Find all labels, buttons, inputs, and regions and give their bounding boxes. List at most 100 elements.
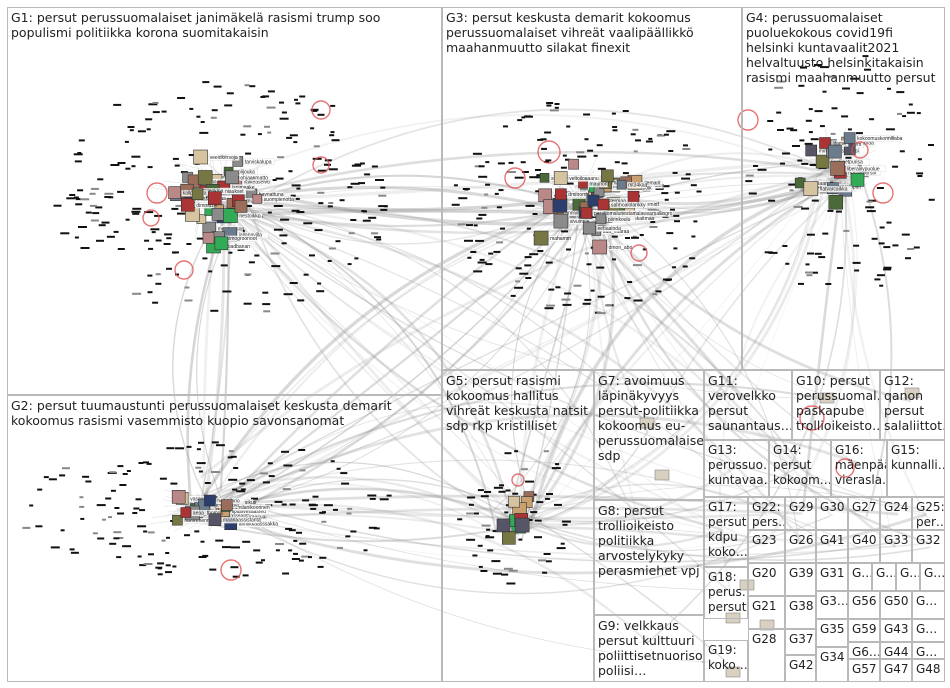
group-label-g24: G24 bbox=[884, 500, 909, 514]
node-304 bbox=[242, 574, 249, 577]
node-788 bbox=[478, 565, 483, 568]
node-783 bbox=[543, 450, 549, 453]
node-692 bbox=[847, 128, 852, 131]
avatar-image bbox=[533, 230, 549, 246]
node-97 bbox=[148, 103, 158, 106]
node-label: perattomalunestam bbox=[594, 211, 637, 217]
group-label-g50: G50 bbox=[884, 594, 909, 608]
node-570 bbox=[663, 133, 669, 136]
node-278 bbox=[282, 488, 291, 491]
node-745 bbox=[491, 560, 501, 563]
node-191 bbox=[290, 194, 296, 197]
node-444 bbox=[503, 125, 508, 128]
node-298 bbox=[340, 472, 348, 475]
node-393 bbox=[175, 447, 185, 450]
node-787 bbox=[536, 501, 544, 504]
edge-97 bbox=[211, 459, 861, 549]
avatar-image bbox=[805, 144, 818, 157]
node-401 bbox=[478, 175, 488, 178]
node-184 bbox=[376, 238, 382, 241]
group-cell-gi: G… bbox=[912, 642, 945, 659]
node-374 bbox=[114, 507, 120, 509]
node-416 bbox=[580, 188, 588, 191]
node-719 bbox=[905, 257, 911, 260]
ring-node-8 bbox=[737, 109, 759, 131]
node-83 bbox=[189, 107, 194, 110]
edge-37 bbox=[188, 166, 831, 507]
group-cell-g43: G43 bbox=[880, 619, 912, 642]
group-cell-g33: G33 bbox=[880, 530, 912, 563]
node-434 bbox=[497, 162, 505, 165]
node-230 bbox=[147, 531, 155, 534]
node-467 bbox=[652, 293, 658, 296]
node-468 bbox=[521, 116, 526, 119]
node-660 bbox=[814, 110, 823, 113]
edge-11 bbox=[216, 208, 566, 218]
node-16 bbox=[262, 95, 270, 98]
edge-93 bbox=[220, 509, 831, 560]
node-50 bbox=[368, 216, 377, 219]
node-618 bbox=[883, 268, 892, 271]
node-773 bbox=[501, 573, 509, 576]
group-cell-g12: G12: qanon persut salaliittot… bbox=[880, 370, 945, 440]
ring-node-13 bbox=[835, 458, 855, 478]
node-722 bbox=[768, 199, 776, 202]
node-693 bbox=[818, 256, 826, 259]
group-cell-g6x: G6… bbox=[848, 642, 880, 659]
group-cell-g5: G5: persut rasismi kokoomus hallitus vih… bbox=[442, 370, 594, 682]
node-205 bbox=[350, 219, 357, 221]
node-233 bbox=[317, 565, 324, 568]
group-label-g28: G28 bbox=[752, 632, 777, 646]
node-659 bbox=[916, 172, 924, 175]
node-label: mahamm bbox=[550, 236, 571, 242]
ring-node-2 bbox=[142, 209, 160, 227]
node-277 bbox=[170, 482, 178, 485]
node-648 bbox=[878, 242, 885, 245]
edge-120 bbox=[844, 174, 927, 517]
node-533 bbox=[674, 191, 680, 194]
node-114 bbox=[74, 160, 82, 163]
node-771 bbox=[467, 496, 476, 499]
node-7 bbox=[291, 209, 300, 212]
node-207 bbox=[339, 199, 345, 202]
node-477 bbox=[689, 257, 696, 260]
node-535 bbox=[622, 110, 629, 112]
node-label: villaatalia bbox=[194, 197, 215, 203]
avatar-image bbox=[197, 170, 213, 185]
edge-95 bbox=[216, 512, 928, 575]
node-100 bbox=[75, 198, 81, 201]
node-334 bbox=[166, 447, 175, 450]
node-422 bbox=[537, 138, 544, 141]
node-491 bbox=[624, 297, 631, 300]
edge-124 bbox=[513, 465, 801, 523]
node-510 bbox=[656, 134, 665, 137]
node-427 bbox=[520, 161, 526, 164]
edge-130 bbox=[515, 483, 831, 547]
group-cell-g21: G21 bbox=[748, 596, 785, 629]
node-34 bbox=[330, 104, 336, 107]
node-145 bbox=[199, 131, 209, 134]
node-556 bbox=[526, 227, 531, 230]
node-318 bbox=[79, 505, 85, 508]
node-170 bbox=[314, 229, 323, 232]
node-213 bbox=[96, 239, 104, 242]
node-385 bbox=[215, 444, 225, 447]
node-185 bbox=[309, 254, 315, 257]
node-177 bbox=[267, 90, 275, 93]
node-label: lipasivesaasteu bbox=[232, 509, 266, 515]
group-cell-gh: G… bbox=[912, 619, 945, 642]
node-136 bbox=[202, 257, 208, 260]
node-442 bbox=[670, 208, 675, 211]
avatar-image bbox=[191, 188, 204, 200]
edge-75 bbox=[228, 204, 731, 593]
node-424 bbox=[517, 119, 523, 122]
node-777 bbox=[498, 490, 506, 493]
node-624 bbox=[777, 129, 784, 131]
node-497 bbox=[496, 206, 502, 209]
node-492 bbox=[545, 304, 555, 307]
node-325 bbox=[267, 462, 273, 465]
node-181 bbox=[147, 274, 153, 277]
group-cell-g23: G23 bbox=[748, 530, 785, 563]
node-82 bbox=[144, 211, 154, 214]
avatar-image bbox=[208, 191, 222, 205]
